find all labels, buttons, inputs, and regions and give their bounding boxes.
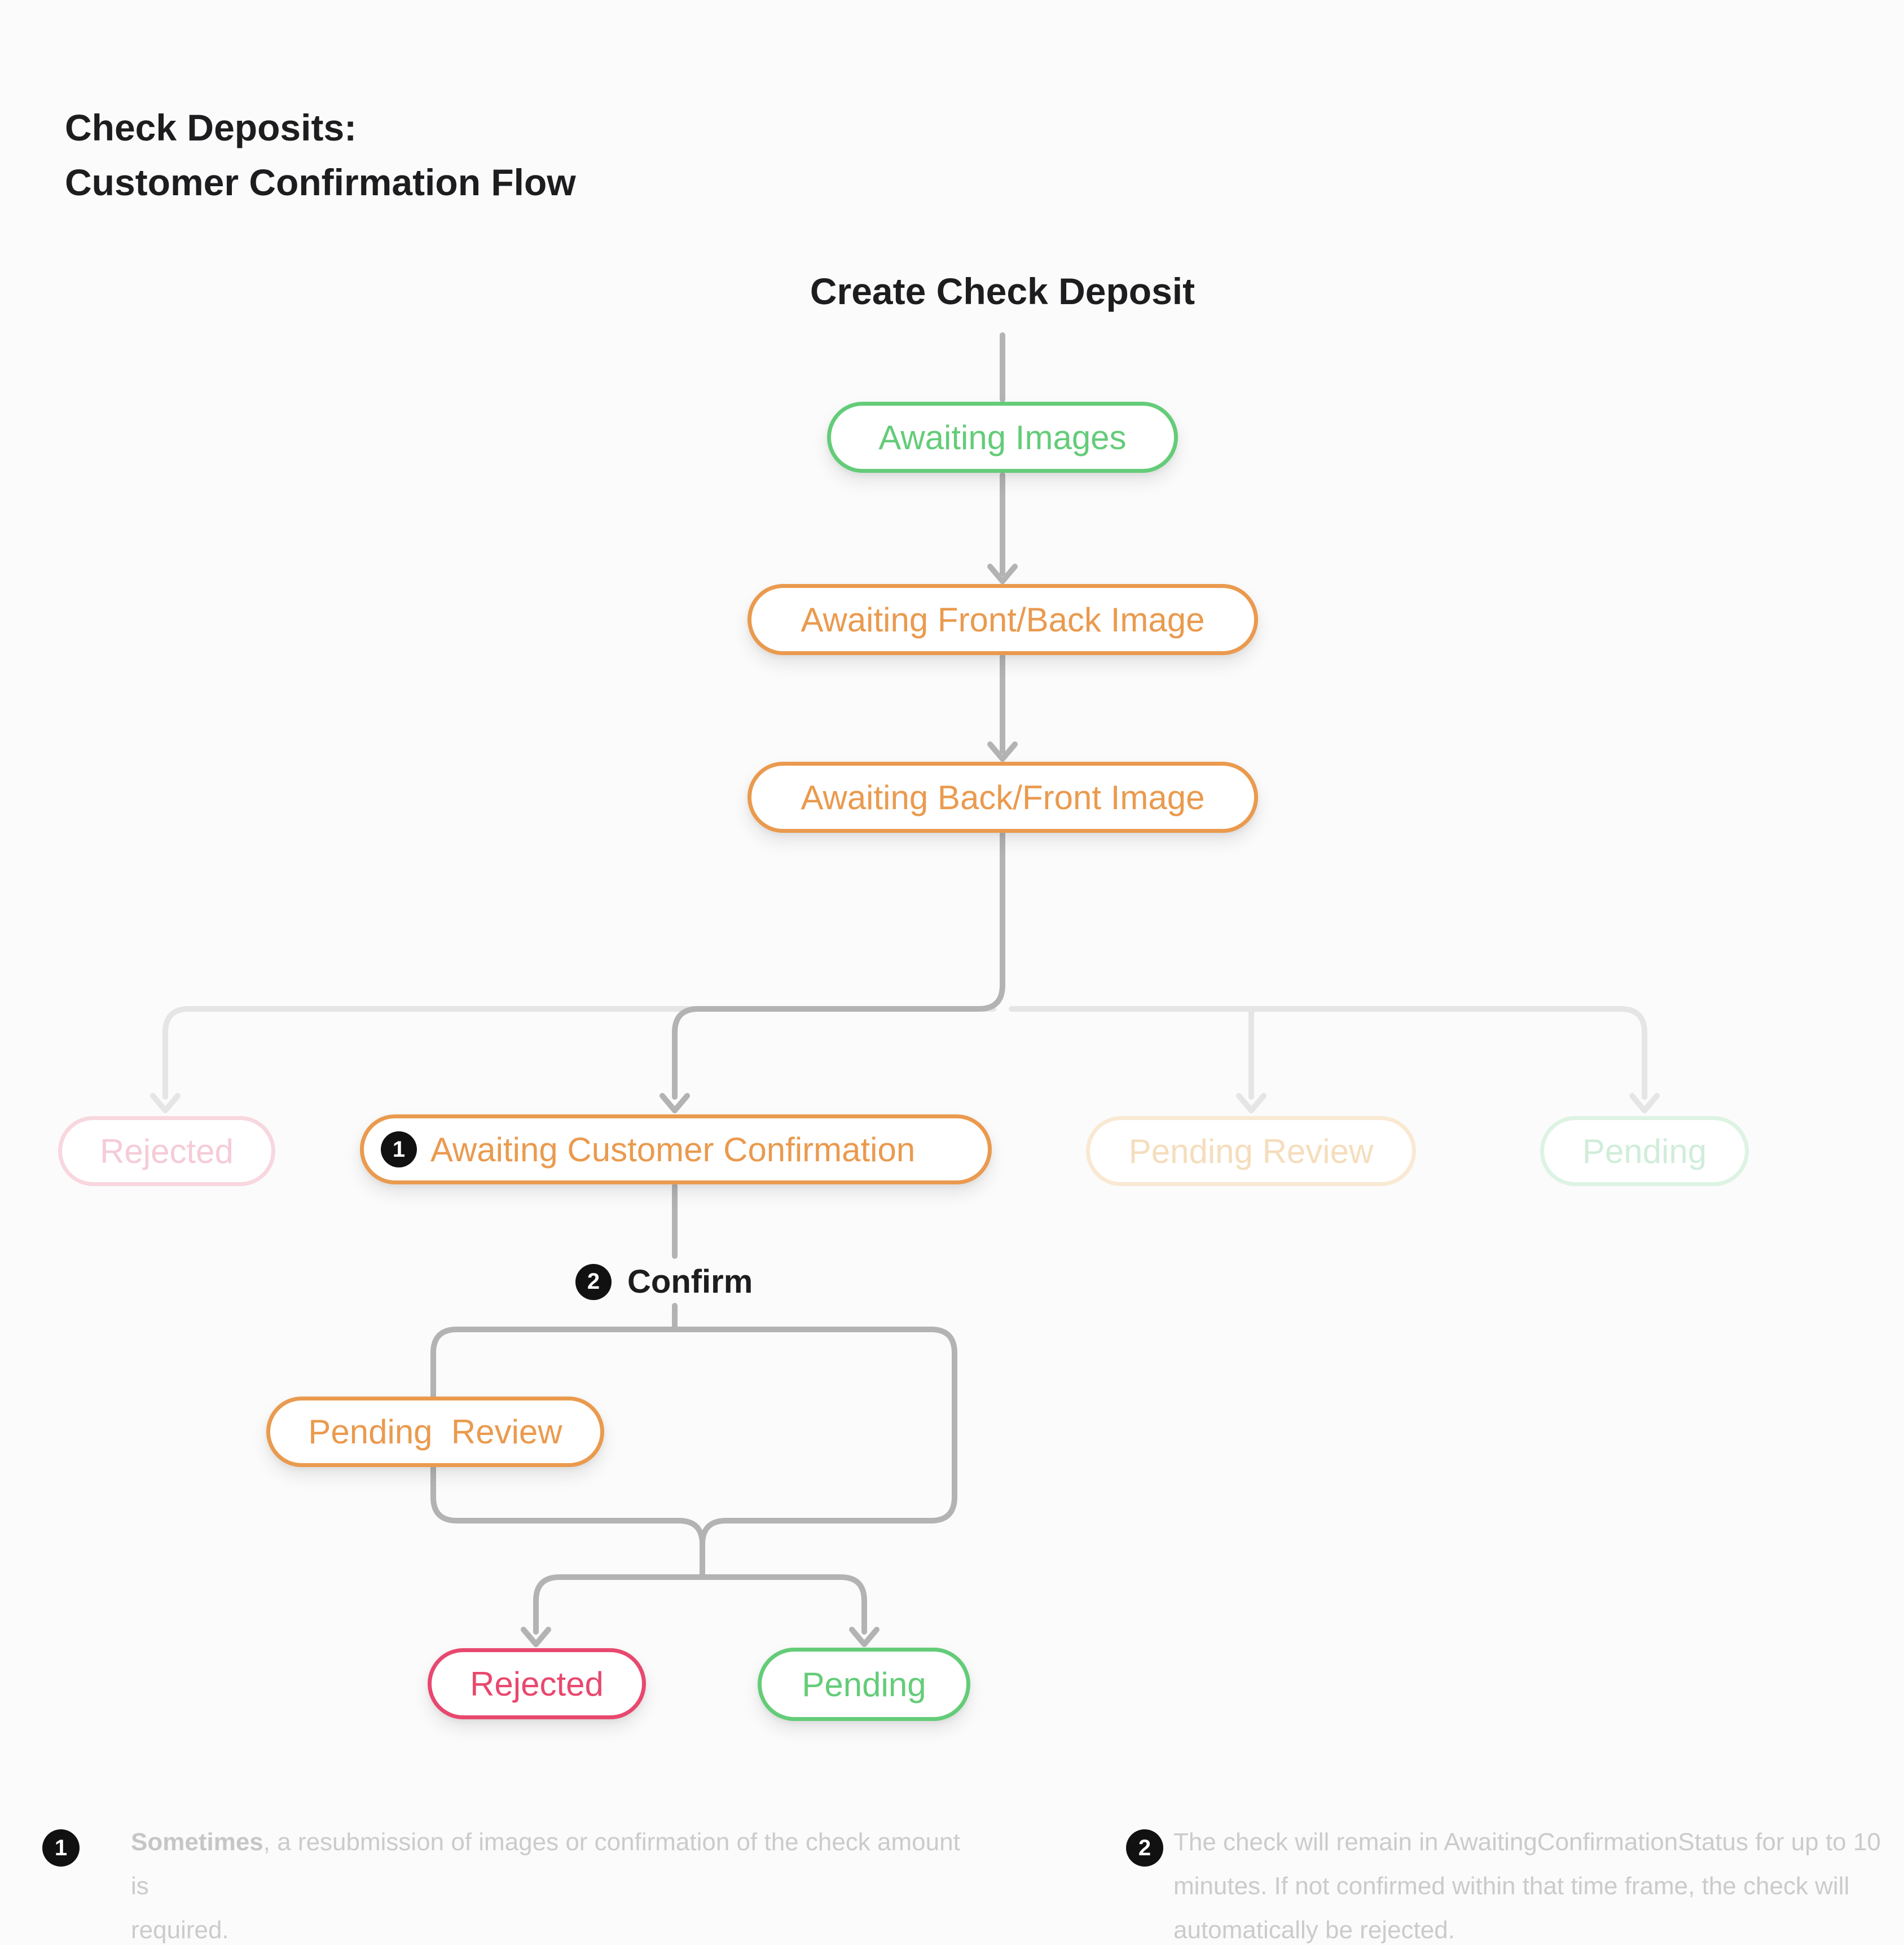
confirm-step: 2 Confirm <box>575 1263 753 1301</box>
faded-arrowhead-pending <box>1629 1093 1660 1113</box>
footnote-1-badge: 1 <box>42 1829 80 1867</box>
node-awaiting-back-front-image: Awaiting Back/Front Image <box>747 762 1258 833</box>
node-pending-faded: Pending <box>1540 1116 1749 1186</box>
page-title: Check Deposits: Customer Confirmation Fl… <box>65 100 576 210</box>
node-rejected-faded: Rejected <box>58 1116 275 1186</box>
node-pending-review: Pending Review <box>266 1397 604 1467</box>
footnote-2-text: The check will remain in AwaitingConfirm… <box>1173 1820 1904 1945</box>
footnote-1-bold: Sometimes <box>131 1828 263 1856</box>
footnote-2-line2: minutes. If not confirmed within that ti… <box>1173 1872 1850 1900</box>
node-awaiting-front-back-image: Awaiting Front/Back Image <box>747 584 1258 655</box>
active-connectors <box>430 332 1018 1647</box>
faded-arrowhead-rejected <box>150 1093 181 1113</box>
footnote-1-line2: required. <box>131 1916 229 1944</box>
node-awaiting-images: Awaiting Images <box>827 402 1178 473</box>
footnote-2-badge: 2 <box>1126 1829 1163 1867</box>
node-pending-review-faded: Pending Review <box>1086 1116 1416 1186</box>
rail-to-pending <box>700 1574 867 1635</box>
loop-left-branch <box>430 1327 705 1580</box>
footnote-2-line3: automatically be rejected. <box>1173 1916 1455 1944</box>
footnote-1-line1: Sometimes, a resubmission of images or c… <box>131 1820 977 1908</box>
faded-arrowhead-pending-review <box>1236 1093 1267 1113</box>
footnote-1-text: Sometimes, a resubmission of images or c… <box>131 1820 977 1945</box>
page-title-line2: Customer Confirmation Flow <box>65 161 576 203</box>
faded-rail-left <box>162 1006 996 1100</box>
arrowhead-pending <box>849 1627 880 1647</box>
faded-connectors <box>150 1006 1660 1113</box>
footnote-2-line1: The check will remain in AwaitingConfirm… <box>1173 1828 1881 1856</box>
node-awaiting-customer-confirmation-label: Awaiting Customer Confirmation <box>430 1130 916 1169</box>
arrowhead-acc <box>659 1093 690 1113</box>
arrowhead-frontback <box>987 564 1018 584</box>
page-title-line1: Check Deposits: <box>65 107 357 148</box>
rail-to-rejected <box>533 1574 705 1635</box>
footnote-1-rest: , a resubmission of images or confirmati… <box>131 1828 960 1900</box>
loop-right-branch <box>672 1327 957 1547</box>
note-1-badge: 1 <box>381 1131 417 1167</box>
node-rejected: Rejected <box>428 1648 646 1719</box>
note-2-badge: 2 <box>575 1263 612 1300</box>
flow-start-label: Create Check Deposit <box>810 270 1195 312</box>
connector-trunk-to-acc <box>672 831 1005 1100</box>
arrowhead-backfront <box>987 741 1018 762</box>
confirm-label: Confirm <box>627 1263 753 1300</box>
arrowhead-rejected <box>521 1627 551 1647</box>
node-awaiting-customer-confirmation: 1 Awaiting Customer Confirmation <box>360 1114 992 1184</box>
node-pending: Pending <box>758 1648 970 1721</box>
faded-rail-right <box>1009 1006 1647 1100</box>
